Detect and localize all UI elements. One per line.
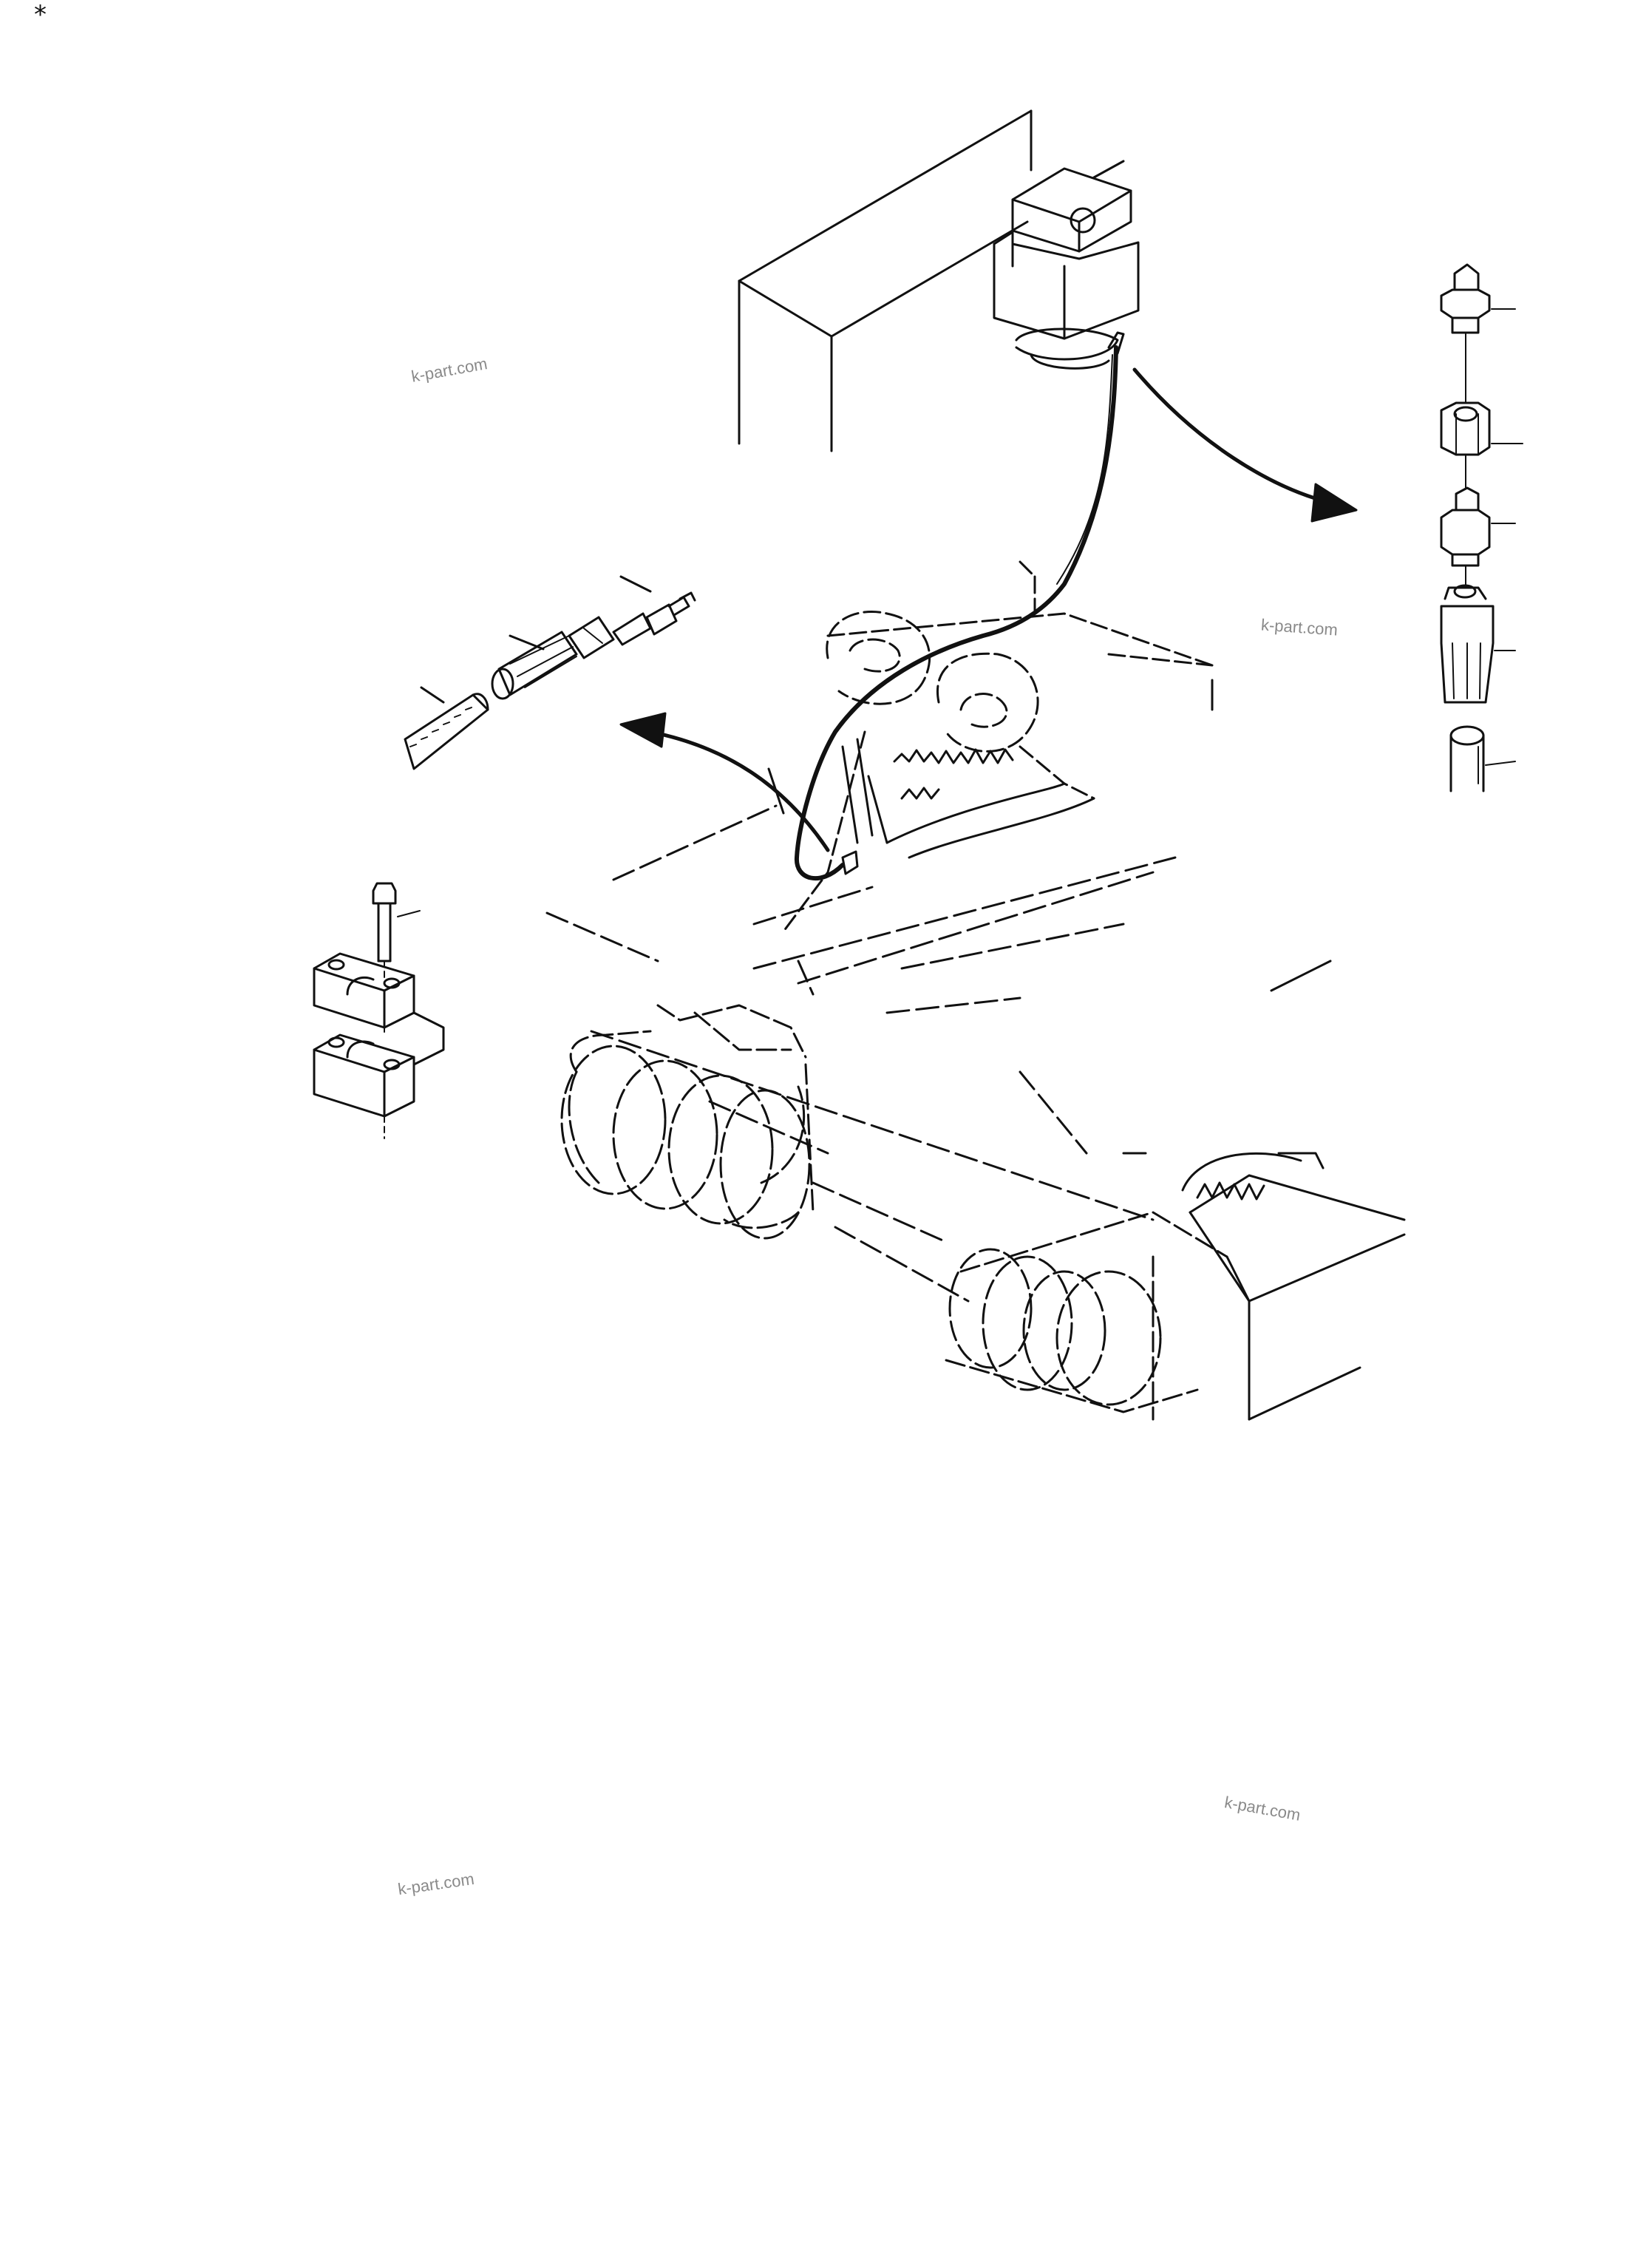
hose-clamp-assembly — [313, 882, 445, 1139]
misc-edges — [767, 679, 1332, 992]
right-lug-cluster — [945, 1211, 1228, 1421]
left-lug-cluster — [560, 1004, 815, 1240]
swing-gear-segment — [841, 738, 1095, 859]
boom-foot-pivot — [782, 560, 1214, 933]
callout-arrow-right — [1132, 367, 1358, 523]
left-callout-hose-fittings — [404, 575, 696, 770]
callout-arrow-left — [619, 712, 830, 852]
upper-frame-outline — [738, 109, 1033, 452]
corner-asterisk: * — [34, 0, 47, 30]
right-body-block — [1181, 1152, 1406, 1421]
grease-hose-line — [794, 345, 1118, 880]
right-callout-fitting-stack — [1440, 263, 1523, 792]
swivel-block — [993, 160, 1140, 370]
lower-frame-edges — [545, 804, 1177, 1303]
